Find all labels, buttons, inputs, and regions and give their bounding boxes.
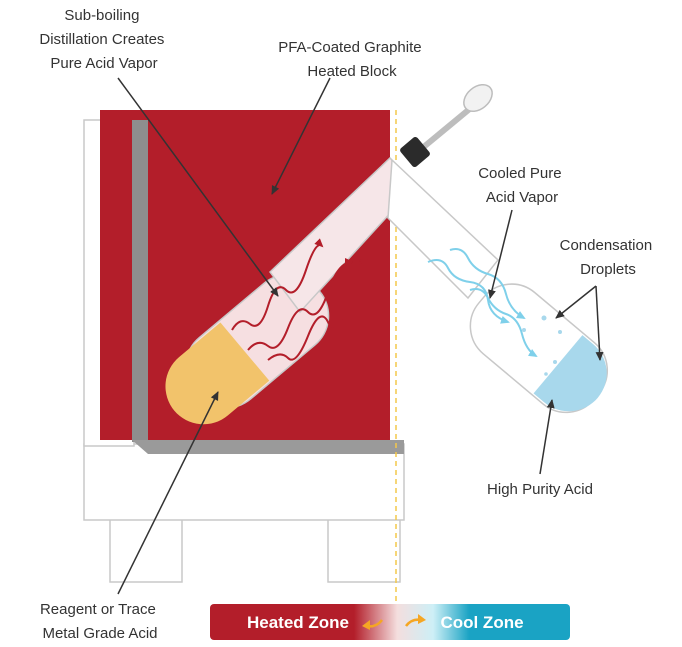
heated-zone-arrowhead-icon — [362, 620, 370, 630]
heated-zone-label: Heated Zone — [247, 613, 349, 632]
leader-cooled-vapor — [488, 209, 513, 299]
housing-base — [83, 443, 405, 521]
zone-legend-bar — [210, 604, 570, 640]
housing-base-edge — [132, 440, 404, 454]
leader-droplets-2 — [595, 285, 604, 361]
housing-foot-left — [109, 517, 183, 583]
label-block: PFA-Coated Graphite Heated Block — [278, 39, 426, 80]
leader-reagent — [117, 391, 219, 595]
leader-sub-boiling — [117, 77, 279, 297]
valve — [400, 83, 493, 168]
label-droplets: Condensation Droplets — [560, 237, 657, 278]
label-reagent: Reagent or Trace Metal Grade Acid — [40, 601, 160, 642]
source-bottle — [165, 274, 330, 425]
housing-wall-edge — [132, 120, 148, 442]
housing-foot-right — [327, 517, 401, 583]
label-cooled-vapor: Cooled Pure Acid Vapor — [478, 165, 566, 206]
zone-legend: Heated Zone Cool Zone — [210, 604, 570, 640]
receiving-bottle — [469, 283, 609, 414]
condensation-droplets — [522, 315, 599, 382]
vapor-wave-1 — [247, 258, 354, 351]
cooled-vapor-wave-2 — [449, 248, 526, 319]
vapor-wave-2 — [267, 259, 369, 361]
cooled-vapor-wave-3 — [469, 288, 538, 358]
label-sub-boiling: Sub-boiling Distillation Creates Pure Ac… — [39, 7, 168, 72]
leader-block — [271, 77, 331, 195]
cool-zone-label: Cool Zone — [440, 613, 523, 632]
cool-zone-arrowhead-icon — [418, 614, 426, 624]
cooled-vapor-wave-1 — [427, 259, 510, 324]
label-high-purity: High Purity Acid — [487, 481, 593, 498]
leader-droplets-1 — [555, 285, 597, 319]
leader-high-purity — [539, 399, 555, 475]
